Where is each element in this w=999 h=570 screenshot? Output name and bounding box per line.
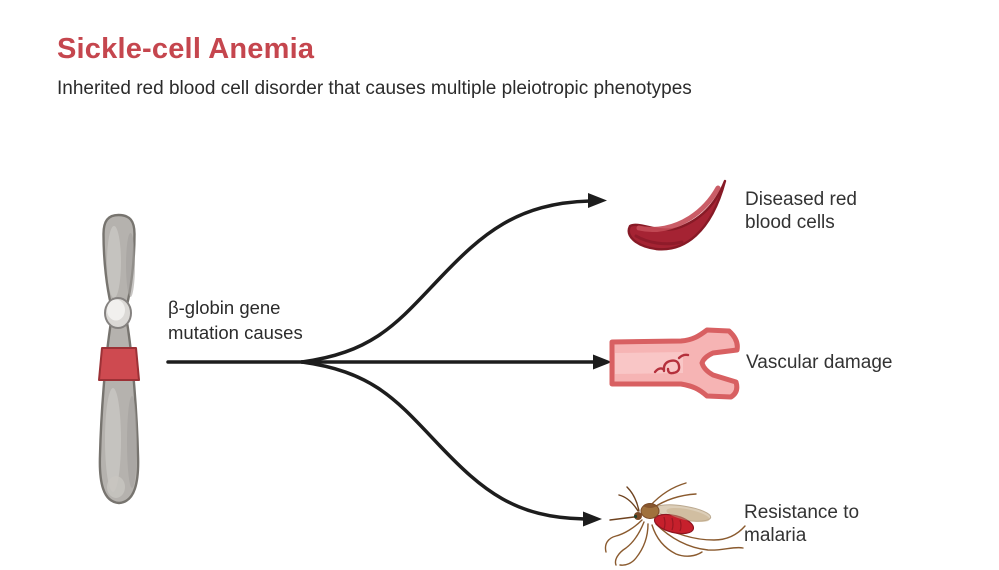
cause-label-line1: β-globin gene: [168, 297, 281, 318]
label-vascular-damage: Vascular damage: [746, 352, 893, 373]
arrowhead-middle: [593, 354, 612, 370]
mutation-band: [98, 347, 140, 381]
sickle-red-blood-cell-icon: [627, 179, 727, 251]
mosquito-eye: [633, 514, 638, 519]
arrow-to-diseased-cells: [300, 199, 592, 364]
thorax: [640, 503, 660, 519]
proboscis: [609, 516, 635, 521]
arrowhead-top: [588, 193, 607, 208]
page-title: Sickle-cell Anemia: [57, 33, 315, 65]
arrowhead-bottom: [583, 511, 602, 527]
label-diseased-red-blood-cells: Diseased red blood cells: [745, 189, 857, 233]
cause-label-line2: mutation causes: [168, 322, 303, 343]
cause-label: β-globin gene mutation causes: [168, 295, 303, 345]
arrow-to-malaria-resistance: [300, 360, 587, 521]
damaged-blood-vessel-icon: [609, 327, 740, 400]
vessel-clot-squiggle: [653, 353, 690, 375]
chromosome-icon: [98, 213, 140, 505]
mosquito-icon: [604, 482, 746, 566]
page-subtitle: Inherited red blood cell disorder that c…: [57, 78, 692, 99]
label-resistance-to-malaria: Resistance to malaria: [744, 502, 860, 546]
